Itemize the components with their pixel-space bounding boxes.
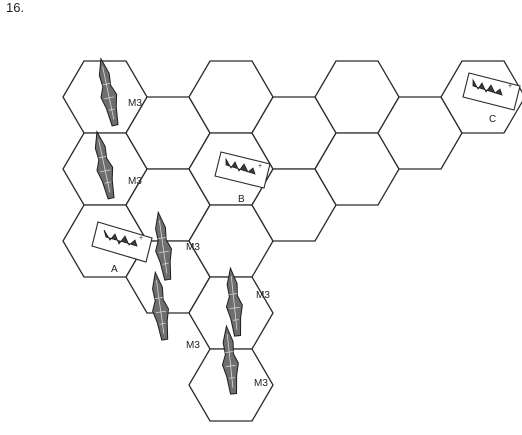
ship-4-label: M3 bbox=[186, 340, 200, 351]
tile-b-label: B bbox=[238, 194, 245, 205]
ship-6-label: M3 bbox=[254, 378, 268, 389]
ship-6 bbox=[221, 324, 239, 395]
tile-b-mark: + bbox=[258, 163, 262, 170]
ship-1-label: M3 bbox=[128, 98, 142, 109]
ship-2-label: M3 bbox=[128, 176, 142, 187]
ship-4 bbox=[152, 270, 169, 341]
tile-a-mark: + bbox=[139, 235, 143, 242]
ship-2 bbox=[94, 130, 115, 200]
tile-c-mark: + bbox=[508, 83, 512, 90]
tile-b: + B bbox=[214, 151, 271, 205]
tile-a-label: A bbox=[111, 264, 118, 275]
figure-number: 16. bbox=[6, 0, 24, 15]
tile-c-label: C bbox=[489, 114, 496, 125]
ship-5-label: M3 bbox=[256, 290, 270, 301]
ship-1 bbox=[98, 57, 119, 127]
ship-3-label: M3 bbox=[186, 242, 200, 253]
tile-c: + C bbox=[462, 72, 521, 125]
ship-5 bbox=[225, 266, 243, 337]
ship-3 bbox=[155, 210, 172, 281]
tile-a: + A bbox=[91, 221, 153, 275]
